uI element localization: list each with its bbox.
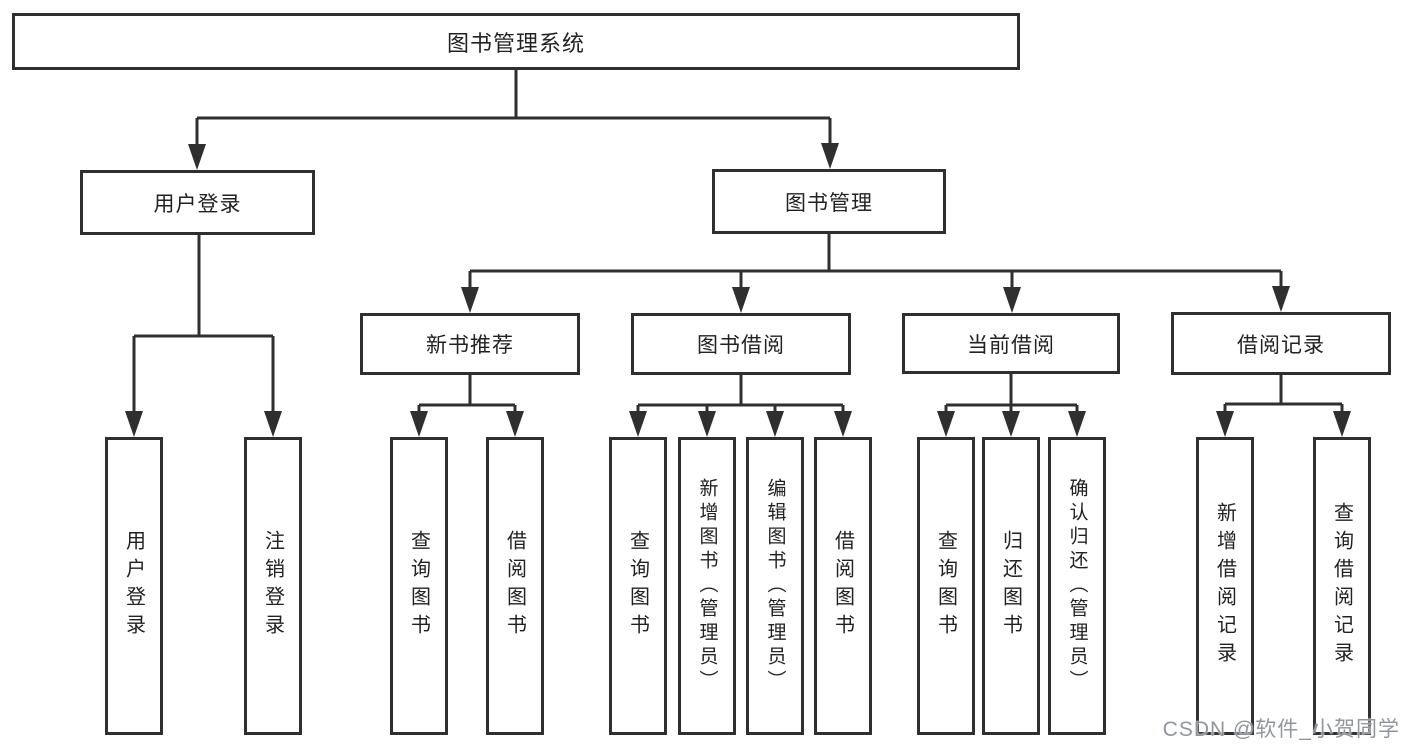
leaf-borrow-books-1: 借阅图书 (486, 437, 544, 735)
leaf-borrow-books-2: 借阅图书 (814, 437, 872, 735)
node-book-borrowing: 图书借阅 (631, 313, 851, 375)
node-new-book-recommend: 新书推荐 (360, 313, 580, 375)
node-current-borrowing: 当前借阅 (902, 313, 1120, 374)
leaf-query-borrow-record: 查询借阅记录 (1313, 437, 1371, 735)
leaf-query-books-2: 查询图书 (609, 437, 667, 735)
leaf-logout: 注销登录 (244, 437, 302, 735)
leaf-query-books-3: 查询图书 (917, 437, 975, 735)
node-book-management: 图书管理 (712, 169, 946, 234)
leaf-confirm-return-admin: 确认归还（管理员） (1048, 437, 1106, 735)
csdn-watermark: CSDN @软件_小贺同学 (1162, 718, 1400, 741)
leaf-query-books-1: 查询图书 (390, 437, 448, 735)
leaf-user-login: 用户登录 (105, 437, 163, 735)
node-root-system: 图书管理系统 (12, 13, 1020, 70)
node-borrow-records: 借阅记录 (1171, 312, 1391, 375)
leaf-return-books: 归还图书 (982, 437, 1040, 735)
leaf-add-borrow-record: 新增借阅记录 (1196, 437, 1254, 735)
leaf-add-books-admin: 新增图书（管理员） (678, 437, 736, 735)
leaf-edit-books-admin: 编辑图书（管理员） (746, 437, 804, 735)
node-user-login: 用户登录 (80, 170, 315, 235)
